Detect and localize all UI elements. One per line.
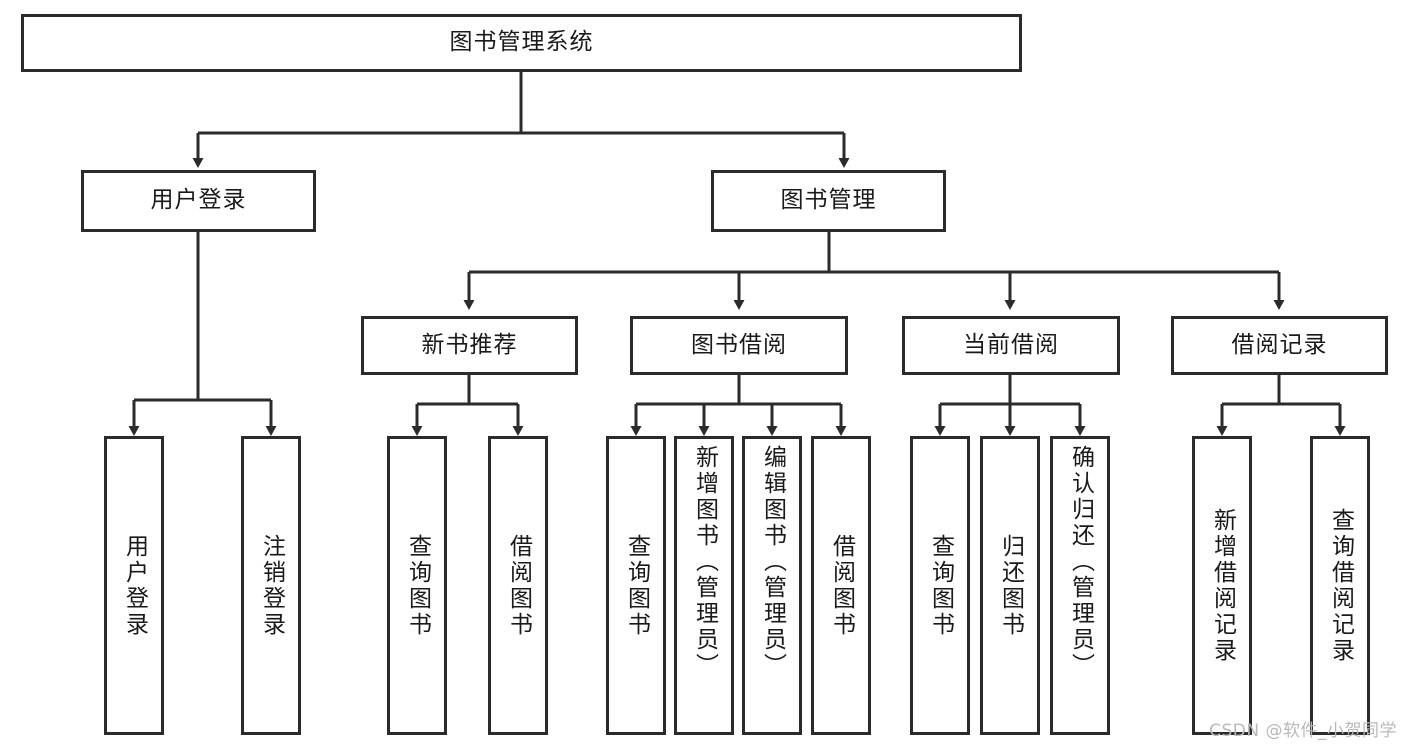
node-label: 查询借阅记录 (1327, 507, 1354, 664)
watermark-text: CSDN @软件_小贺同学 (1209, 721, 1397, 741)
node-label: 注销登录 (258, 533, 285, 638)
node-borrow-record[interactable]: 借阅记录 (1171, 316, 1388, 375)
node-label: 新增图书（管理员） (691, 445, 718, 679)
node-label: 借阅图书 (828, 533, 855, 638)
node-label: 借阅图书 (505, 533, 532, 638)
node-label: 查询图书 (927, 533, 954, 638)
leaf-user-login-logout[interactable]: 注销登录 (241, 436, 301, 735)
node-label: 确认归还（管理员） (1067, 445, 1094, 679)
leaf-current-borrow-return-book[interactable]: 归还图书 (980, 436, 1040, 735)
node-label: 图书管理 (780, 187, 877, 214)
leaf-book-borrow-edit-book-admin[interactable]: 编辑图书（管理员） (742, 436, 802, 735)
leaf-user-login-login[interactable]: 用户登录 (104, 436, 164, 735)
node-book-management[interactable]: 图书管理 (711, 170, 946, 232)
node-label: 当前借阅 (963, 331, 1059, 358)
node-current-borrow[interactable]: 当前借阅 (902, 316, 1120, 375)
leaf-current-borrow-confirm-return-admin[interactable]: 确认归还（管理员） (1050, 436, 1110, 735)
leaf-current-borrow-query-book[interactable]: 查询图书 (910, 436, 970, 735)
node-label: 新增借阅记录 (1209, 507, 1236, 664)
node-label: 新书推荐 (421, 331, 518, 358)
node-label: 查询图书 (404, 533, 431, 638)
node-user-login[interactable]: 用户登录 (81, 170, 316, 232)
leaf-book-borrow-borrow-book[interactable]: 借阅图书 (811, 436, 871, 735)
node-new-book-recommend[interactable]: 新书推荐 (361, 316, 578, 375)
leaf-new-book-borrow-book[interactable]: 借阅图书 (488, 436, 548, 735)
node-label: 借阅记录 (1231, 331, 1328, 358)
node-book-borrow[interactable]: 图书借阅 (630, 316, 848, 375)
node-label: 用户登录 (150, 187, 247, 214)
node-label: 图书借阅 (691, 331, 787, 358)
node-label: 编辑图书（管理员） (759, 445, 786, 679)
leaf-borrow-record-add-record[interactable]: 新增借阅记录 (1192, 436, 1252, 735)
node-label: 查询图书 (623, 533, 650, 638)
leaf-book-borrow-query-book[interactable]: 查询图书 (606, 436, 666, 735)
node-root-book-management-system[interactable]: 图书管理系统 (21, 14, 1022, 72)
node-label: 归还图书 (997, 533, 1024, 638)
node-label: 用户登录 (121, 533, 148, 638)
node-label: 图书管理系统 (449, 29, 594, 56)
leaf-book-borrow-add-book-admin[interactable]: 新增图书（管理员） (674, 436, 734, 735)
leaf-borrow-record-query-record[interactable]: 查询借阅记录 (1310, 436, 1370, 735)
leaf-new-book-query-book[interactable]: 查询图书 (387, 436, 447, 735)
